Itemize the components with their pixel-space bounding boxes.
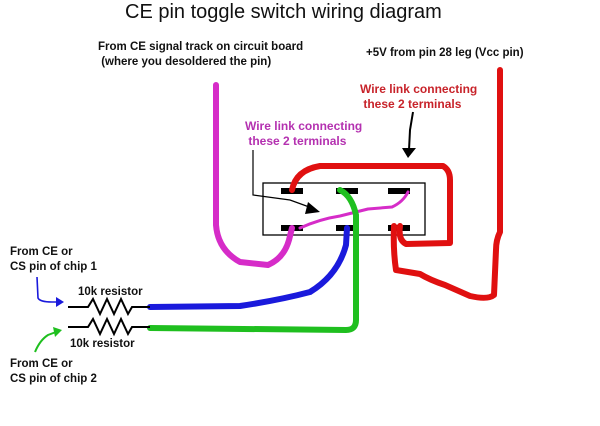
terminal-top-middle [336,188,358,194]
arrowhead-icon [402,148,416,158]
arrowhead-icon [56,297,64,307]
red-label-pointer [408,111,414,151]
magenta-label-pointer [252,150,313,209]
ce-signal-wire [213,82,295,268]
arrowhead-icon [305,202,320,214]
resistor-2 [68,316,150,337]
diagram-title: CE pin toggle switch wiring diagram [125,1,442,23]
terminal-top-right [388,188,410,194]
chip1-pointer [36,276,58,303]
chip2-wire [147,187,359,333]
ce-signal-label: From CE signal track on circuit board (w… [98,41,304,68]
magenta-link-wire [298,190,410,230]
resistor-1-label: 10k resistor [78,286,143,298]
magenta-link-label: Wire link connecting these 2 terminals [245,119,363,148]
resistor-1 [68,296,150,317]
chip2-label: From CE or CS pin of chip 2 [10,358,97,385]
chip1-wire [147,225,350,310]
vcc-wire [390,67,503,301]
chip2-pointer [34,331,57,353]
arrowhead-icon [53,327,62,337]
chip1-label: From CE or CS pin of chip 1 [10,246,97,273]
red-link-wire [289,163,453,247]
red-link-label: Wire link connecting these 2 terminals [360,82,478,111]
resistor-2-label: 10k resistor [70,338,135,350]
vcc-label: +5V from pin 28 leg (Vcc pin) [366,47,524,59]
